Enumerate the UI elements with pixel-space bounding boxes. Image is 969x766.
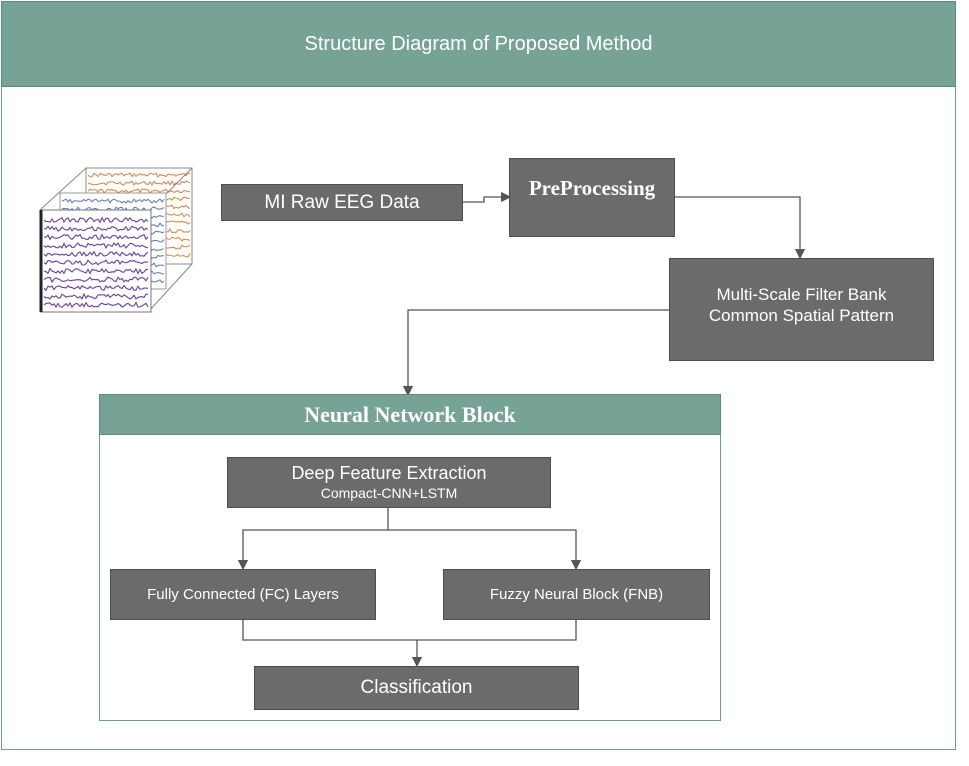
eeg-trace — [43, 233, 149, 241]
eeg-trace — [61, 198, 165, 204]
eeg-trace — [43, 225, 149, 232]
eeg-trace — [43, 276, 149, 284]
fc-layers-box: Fully Connected (FC) Layers — [110, 569, 376, 620]
filter-bank-box: Multi-Scale Filter Bank Common Spatial P… — [669, 258, 934, 361]
eeg-cube-icon — [39, 167, 193, 313]
eeg-trace — [43, 284, 149, 292]
filter-bank-label-line1: Multi-Scale Filter Bank — [716, 285, 887, 305]
classification-box: Classification — [254, 666, 579, 710]
eeg-trace — [43, 292, 149, 300]
eeg-trace — [43, 241, 149, 250]
fc-layers-label: Fully Connected (FC) Layers — [147, 586, 339, 603]
feature-extraction-label: Deep Feature Extraction — [291, 463, 487, 484]
eeg-trace — [87, 172, 191, 178]
eeg-trace — [87, 180, 191, 186]
neural-network-block-title: Neural Network Block — [99, 394, 721, 435]
eeg-trace — [43, 216, 149, 224]
eeg-trace — [43, 250, 149, 257]
feature-extraction-box: Deep Feature Extraction Compact-CNN+LSTM — [227, 457, 551, 508]
fnb-label: Fuzzy Neural Block (FNB) — [489, 586, 664, 603]
eeg-trace — [87, 188, 191, 194]
preprocessing-box: PreProcessing — [509, 158, 675, 237]
filter-bank-label-line2: Common Spatial Pattern — [708, 305, 895, 325]
preprocessing-label: PreProcessing — [528, 176, 656, 200]
diagram-title: Structure Diagram of Proposed Method — [1, 1, 956, 87]
classification-label: Classification — [360, 677, 473, 698]
raw-eeg-data-label: MI Raw EEG Data — [264, 191, 420, 213]
eeg-trace — [43, 267, 149, 275]
eeg-trace — [43, 259, 148, 266]
eeg-trace — [43, 301, 149, 309]
fnb-box: Fuzzy Neural Block (FNB) — [443, 569, 710, 620]
raw-eeg-data-box: MI Raw EEG Data — [221, 184, 463, 221]
feature-extraction-sublabel: Compact-CNN+LSTM — [320, 484, 458, 501]
